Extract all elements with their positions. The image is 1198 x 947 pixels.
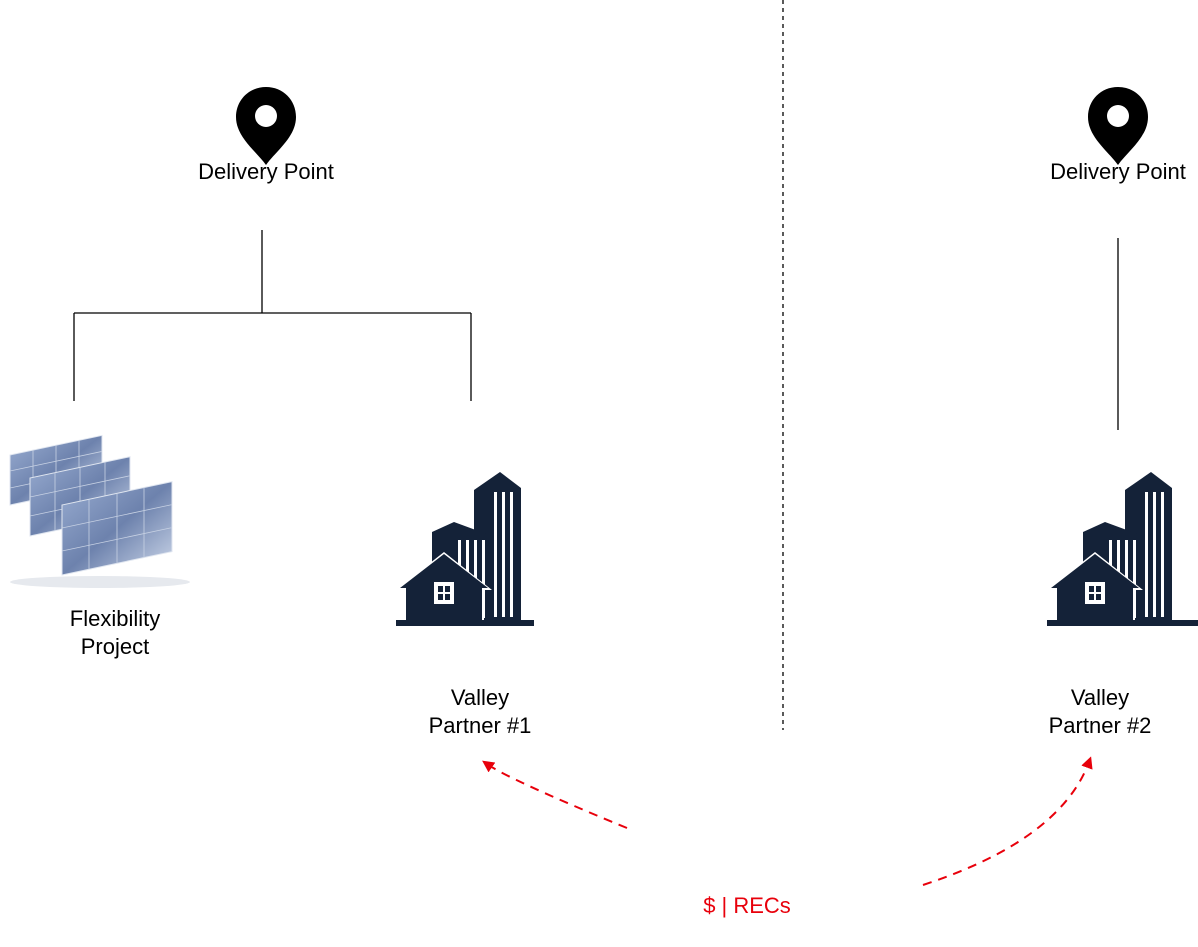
left-connector-lines xyxy=(73,230,472,401)
building-icon xyxy=(1047,472,1198,626)
flow-arrow-to-partner-1-curve xyxy=(486,762,627,828)
valley-partner-1-label: Valley Partner #1 xyxy=(405,684,555,740)
map-pin-icon xyxy=(236,87,296,165)
valley-partner-2-label-line1: Valley xyxy=(1070,685,1130,710)
flow-label: $ | RECs xyxy=(703,893,791,918)
valley-partner-1-label-line2: Partner #1 xyxy=(428,713,532,738)
valley-partner-2-label: Valley Partner #2 xyxy=(1025,684,1175,740)
solar-panel-icon xyxy=(9,434,190,588)
valley-partner-1-label-line1: Valley xyxy=(450,685,510,710)
flexibility-project-label-line1: Flexibility xyxy=(69,606,161,631)
flexibility-project-label: Flexibility Project xyxy=(40,605,190,661)
map-pin-icon xyxy=(1088,87,1148,165)
flow-arrow-to-partner-2 xyxy=(922,756,1093,886)
delivery-point-label-left: Delivery Point xyxy=(198,159,334,184)
delivery-point-label-right: Delivery Point xyxy=(1050,159,1186,184)
flow-arrow-to-partner-1 xyxy=(482,760,628,829)
valley-partner-2-label-line2: Partner #2 xyxy=(1048,713,1152,738)
building-icon xyxy=(396,472,534,626)
flexibility-project-label-line2: Project xyxy=(80,634,150,659)
